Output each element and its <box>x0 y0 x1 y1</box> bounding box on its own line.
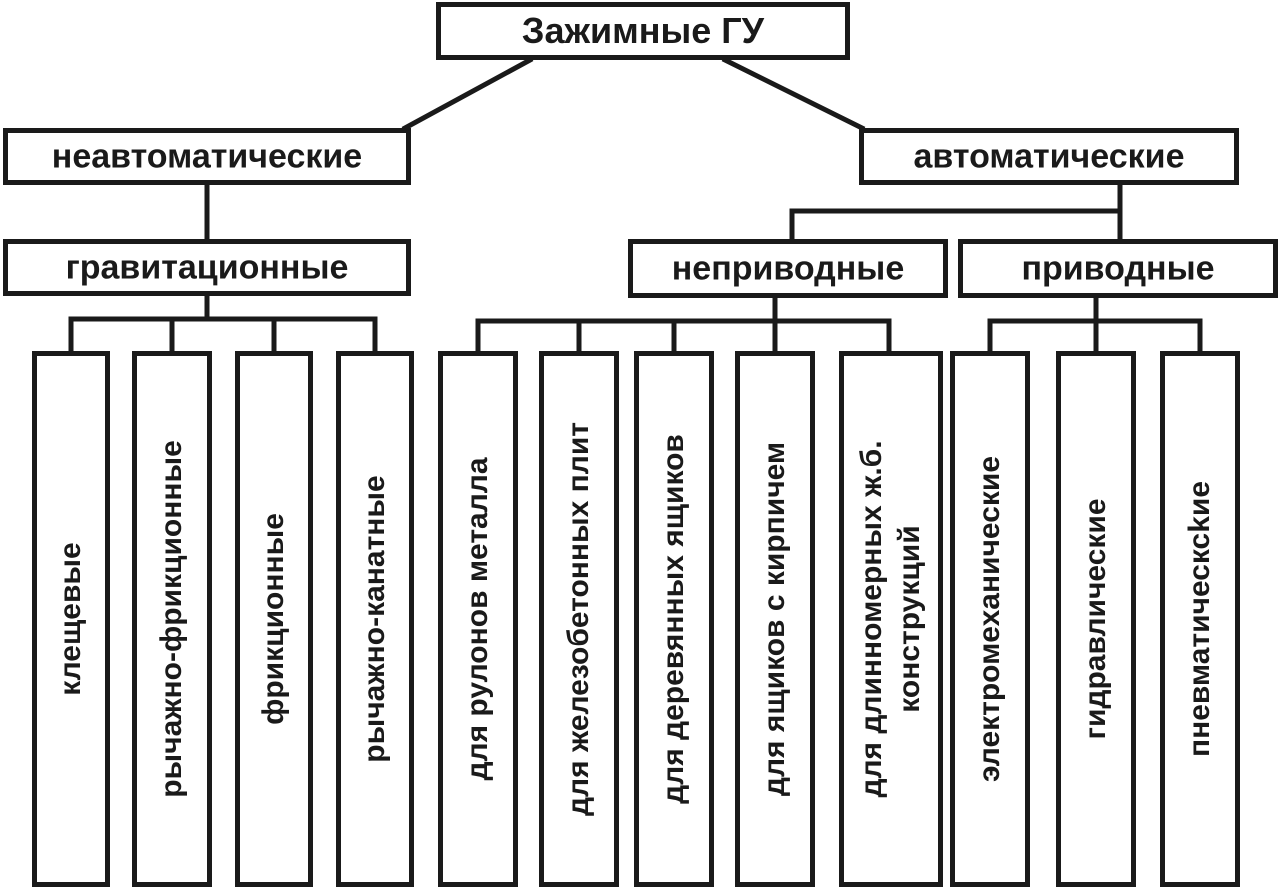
leaf-gravity-1-label: клещевые <box>54 542 87 696</box>
node-automatic: автоматические <box>859 128 1239 185</box>
leaf-gravity-2-label: рычажно-фрикционные <box>155 440 188 798</box>
node-nonautomatic-label: неавтоматические <box>51 137 363 175</box>
leaf-gravity-2: рычажно-фрикционные <box>132 351 212 887</box>
node-gravity: гравитационные <box>3 239 411 296</box>
leaf-gravity-4-label: рычажно-канатные <box>358 475 391 763</box>
leaf-gravity-3-label: фрикционные <box>257 513 290 725</box>
node-gravity-label: гравитационные <box>65 248 349 286</box>
leaf-nondriven-3-label: для деревянных ящиков <box>657 434 690 804</box>
leaf-nondriven-2: для железобетонных плит <box>539 351 619 887</box>
leaf-driven-2-label: гидравлические <box>1079 498 1112 740</box>
leaf-driven-3-label: пневматическсkие <box>1183 480 1216 758</box>
root-label: Зажимные ГУ <box>521 10 765 51</box>
leaf-nondriven-3: для деревянных ящиков <box>634 351 714 887</box>
node-nonautomatic: неавтоматические <box>3 128 411 185</box>
leaf-driven-1-label: электромеханические <box>973 455 1006 783</box>
leaf-nondriven-1-label: для рулонов металла <box>461 457 494 781</box>
leaf-nondriven-1: для рулонов металла <box>438 351 518 887</box>
leaf-nondriven-4: для ящиков с кирпичем <box>735 351 815 887</box>
node-driven: приводные <box>958 239 1278 298</box>
leaf-driven-1: электромеханические <box>950 351 1030 887</box>
leaf-nondriven-2-label: для железобетонных плит <box>562 422 595 816</box>
leaf-gravity-4: рычажно-канатные <box>336 351 414 887</box>
leaf-nondriven-5: для длинномерных ж.б. конструкций <box>839 351 943 887</box>
node-nondriven: неприводные <box>628 239 948 298</box>
node-driven-label: приводные <box>1021 249 1215 287</box>
leaf-driven-2: гидравлические <box>1056 351 1136 887</box>
node-automatic-label: автоматические <box>913 137 1185 175</box>
node-nondriven-label: неприводные <box>671 249 905 287</box>
leaf-gravity-1: клещевые <box>32 351 110 887</box>
leaf-nondriven-4-label: для ящиков с кирпичем <box>758 441 791 797</box>
leaf-nondriven-5-label: для длинномерных ж.б. конструкций <box>855 440 926 798</box>
leaf-gravity-3: фрикционные <box>235 351 313 887</box>
leaf-driven-3: пневматическсkие <box>1160 351 1240 887</box>
root-node: Зажимные ГУ <box>436 2 850 60</box>
